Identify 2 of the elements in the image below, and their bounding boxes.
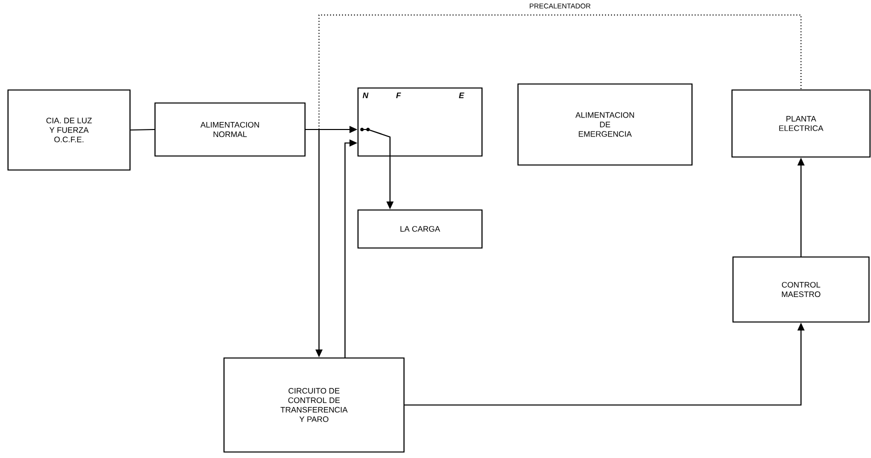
dotted-line [318,14,802,130]
line [130,128,154,131]
